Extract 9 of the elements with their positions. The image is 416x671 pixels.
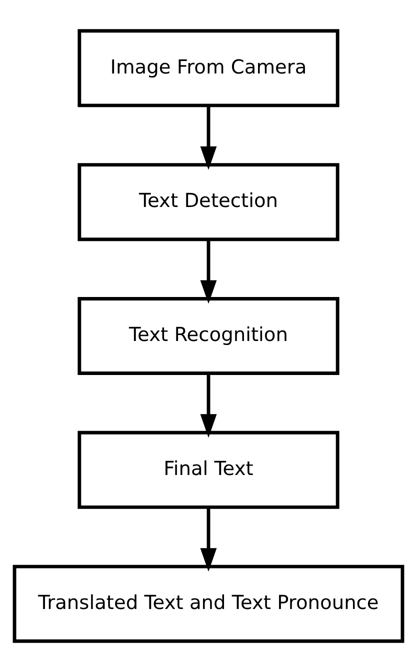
arrow (200, 239, 216, 304)
arrow (200, 105, 216, 170)
node-box: Text Recognition (77, 296, 339, 374)
node-box: Text Detection (77, 162, 339, 241)
node-box: Image From Camera (77, 28, 339, 107)
node-box: Translated Text and Text Pronounce (12, 564, 404, 642)
arrow (200, 506, 216, 572)
node-box: Final Text (77, 430, 339, 508)
arrow (200, 373, 216, 438)
